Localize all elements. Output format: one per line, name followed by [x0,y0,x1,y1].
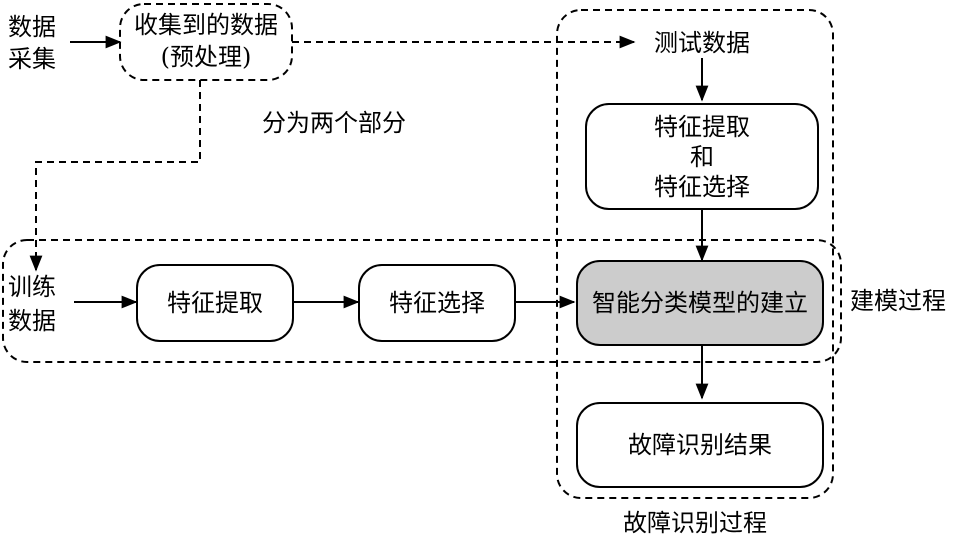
label-fault-process: 故障识别过程 [623,509,767,537]
fault-process-dashed-group [556,9,834,499]
feature-select-box: 特征选择 [358,264,516,342]
label-data-collect-2: 采集 [8,45,56,73]
feature-extract-box: 特征提取 [136,264,294,342]
label-collected-2: (预处理) [160,43,252,71]
label-split: 分为两个部分 [262,109,406,137]
label-train-2: 数据 [8,307,56,335]
label-test-data: 测试数据 [654,29,750,57]
feature-box-line-3: 特征选择 [654,172,750,201]
modeling-process-dashed-group [2,239,842,363]
label-modeling-process: 建模过程 [850,287,946,315]
label-collected-1: 收集到的数据 [134,11,278,39]
label-data-collect-1: 数据 [8,13,56,41]
feature-extract-select-box: 特征提取 和 特征选择 [585,103,819,210]
label-train-1: 训练 [8,273,56,301]
feature-box-line-1: 特征提取 [654,112,750,141]
feature-box-line-2: 和 [690,142,714,171]
fault-result-box: 故障识别结果 [576,402,824,488]
arrow-collected-to-train [29,80,201,272]
model-build-box: 智能分类模型的建立 [576,260,824,346]
